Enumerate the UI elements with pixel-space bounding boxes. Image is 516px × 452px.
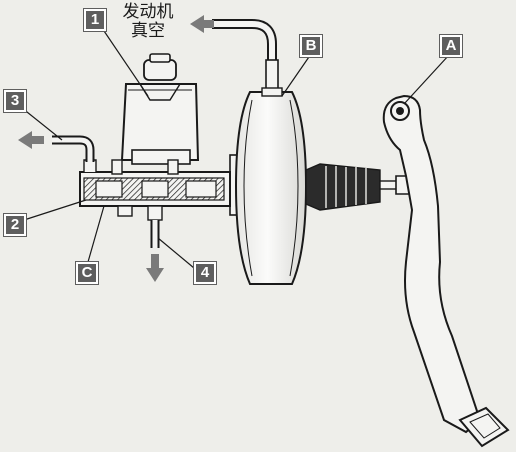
- fluid-reservoir: [120, 53, 200, 165]
- fluid-out-arrow-left: [18, 131, 44, 149]
- callout-3: 3: [3, 89, 27, 113]
- brake-line-outlet: [52, 135, 95, 162]
- callout-a: A: [439, 34, 463, 58]
- brake-booster: [229, 87, 308, 285]
- leader-lines: [21, 27, 450, 269]
- vacuum-flow-arrow: [190, 15, 214, 33]
- callout-2: 2: [3, 213, 27, 237]
- callout-b: B: [299, 34, 323, 58]
- engine-vacuum-caption-line1: 发动机: [122, 2, 174, 22]
- engine-vacuum-caption: 发动机 真空: [112, 3, 184, 41]
- callout-1: 1: [83, 8, 107, 32]
- fluid-out-arrow-down: [146, 254, 164, 282]
- brake-pedal: [382, 94, 510, 448]
- engine-vacuum-caption-line2: 真空: [131, 21, 165, 41]
- master-cylinder: [79, 159, 231, 221]
- vacuum-hose: [212, 19, 279, 95]
- callout-c: C: [75, 261, 99, 285]
- booster-boot: [305, 163, 381, 211]
- callout-4: 4: [193, 261, 217, 285]
